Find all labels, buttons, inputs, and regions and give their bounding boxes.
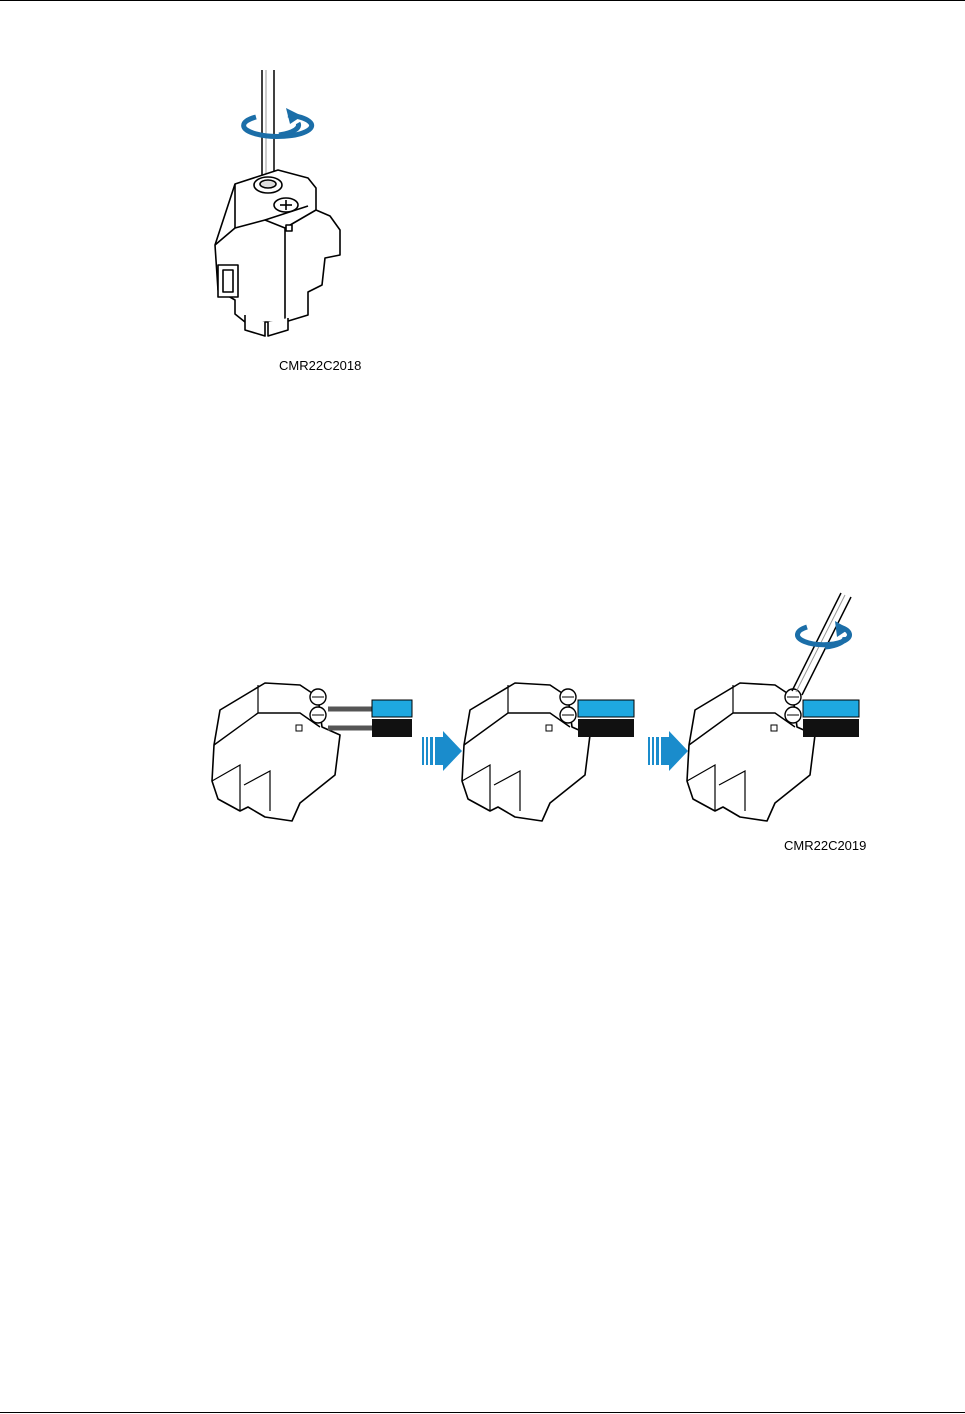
cable-blue: [372, 700, 412, 717]
figure-1-caption: CMR22C2018: [279, 358, 361, 373]
step-insert-cables: [212, 683, 412, 821]
rotate-arrowhead-icon: [286, 108, 302, 124]
step-cables-inserted: [462, 683, 634, 821]
step-arrow-icon: [648, 731, 688, 771]
figure-2-caption: CMR22C2019: [784, 838, 866, 853]
cable-blue: [803, 700, 859, 717]
cable-wires: [328, 709, 372, 728]
rotate-arrow-icon: [244, 115, 312, 136]
step-tighten-screw: [687, 593, 859, 821]
footer-rule: [0, 1412, 965, 1413]
cable-black: [578, 719, 634, 737]
connector-body: [215, 170, 340, 336]
rotate-arrowhead-icon: [835, 621, 849, 637]
figure-1-connector-tightening: [190, 60, 390, 360]
step-arrow-icon: [422, 731, 462, 771]
screwdriver-icon: [262, 70, 274, 185]
figure-2-cable-insertion: [200, 585, 880, 835]
cable-black: [372, 719, 412, 737]
cable-black: [803, 719, 859, 737]
cable-blue: [578, 700, 634, 717]
header-rule: [0, 0, 965, 1]
